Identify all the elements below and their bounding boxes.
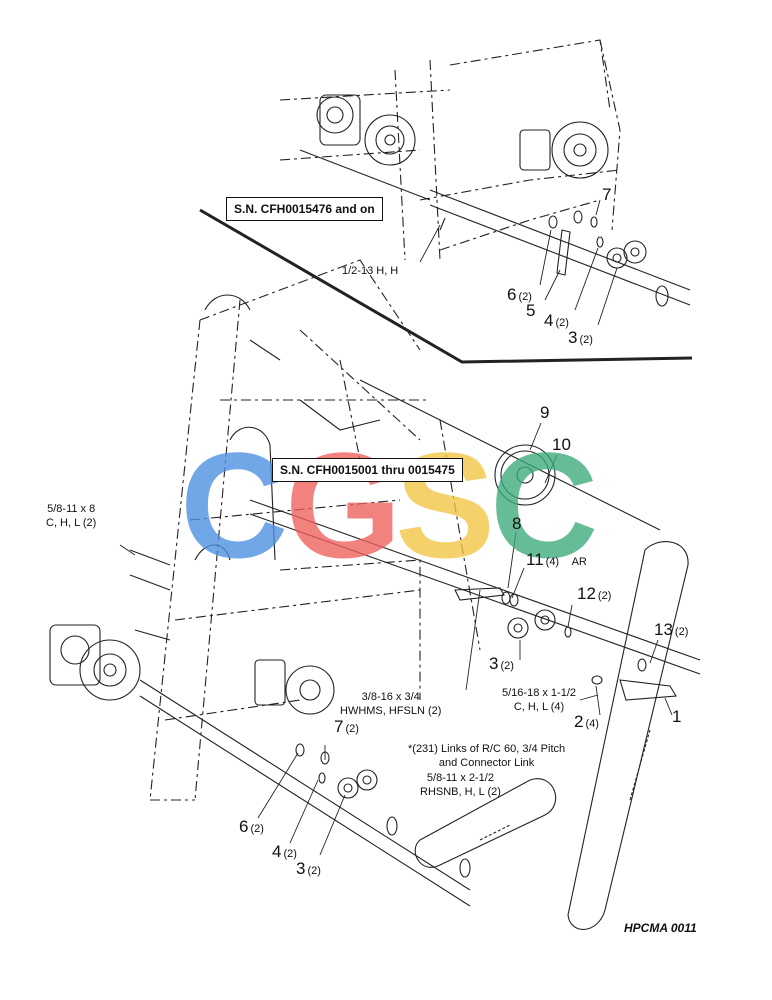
spec-line: HWHMS, HFSLN (2) [340, 705, 442, 717]
bolt-spec-upper: 1/2-13 H, H [342, 265, 399, 277]
callout-11: 11(4) AR [526, 551, 587, 569]
bolt-spec-58-11x212: 5/8-11 x 2-1/2 RHSNB, H, L (2) [420, 771, 501, 799]
callout-number: 11 [526, 550, 544, 569]
spec-line: C, H, L (4) [513, 701, 565, 713]
chain-spec: *(231) Links of R/C 60, 3/4 Pitch and Co… [408, 742, 565, 770]
watermark-letter-4: C [490, 421, 599, 589]
callout-9: 9 [540, 404, 549, 422]
upper-leader-lines [419, 199, 618, 326]
callout-number: 5 [526, 301, 536, 320]
callout-8: 8 [512, 515, 521, 533]
lower-gearbox-left [49, 624, 141, 701]
callout-upper-3: 3(2) [568, 329, 593, 347]
callout-qty: (2) [283, 848, 297, 860]
callout-qty: (2) [518, 291, 532, 303]
callout-number: 7 [602, 185, 612, 204]
spec-line: 5/16-18 x 1-1/2 [502, 687, 576, 699]
callout-1: 1 [672, 708, 681, 726]
callout-number: 1 [672, 707, 682, 726]
watermark-letter-2: G [285, 421, 402, 589]
callout-number: 3 [489, 654, 499, 673]
callout-qty: (4) [585, 718, 599, 730]
callout-3-upper-shaft: 3(2) [489, 655, 514, 673]
section-divider [199, 208, 693, 364]
callout-upper-5: 5 [526, 302, 535, 320]
callout-4-lower: 4(2) [272, 843, 297, 861]
callout-qty: (2) [579, 334, 593, 346]
serial-label-lower: S.N. CFH0015001 thru 0015475 [272, 458, 463, 482]
callout-upper-6: 6(2) [507, 286, 532, 304]
callout-note: AR [571, 556, 587, 568]
lower-frame-solid [194, 294, 381, 561]
callout-number: 10 [552, 435, 571, 454]
callout-number: 6 [239, 817, 249, 836]
serial-label-upper: S.N. CFH0015476 and on [226, 197, 383, 221]
callout-qty: (2) [250, 823, 264, 835]
callout-13: 13(2) [654, 621, 688, 639]
upper-small-parts [439, 210, 669, 307]
lower-leader-lines [119, 422, 673, 856]
callout-number: 2 [574, 712, 584, 731]
callout-qty: (2) [674, 626, 689, 638]
lower-belt-left [414, 778, 557, 868]
figure-id: HPCMA 0011 [624, 921, 697, 935]
callout-number: 9 [540, 403, 550, 422]
watermark: C G S C [180, 430, 600, 580]
callout-3-lower: 3(2) [296, 860, 321, 878]
spec-line: RHSNB, H, L (2) [420, 786, 501, 798]
spec-line: C, H, L (2) [46, 517, 97, 529]
callout-number: 3 [296, 859, 306, 878]
spec-line: 3/8-16 x 3/4 [361, 691, 420, 703]
callout-qty: (2) [307, 865, 321, 877]
spec-line: 5/8-11 x 2-1/2 [426, 772, 494, 784]
bolt-spec-38-16: 3/8-16 x 3/4 HWHMS, HFSLN (2) [340, 690, 441, 718]
callout-number: 3 [568, 328, 578, 347]
callout-number: 4 [544, 311, 554, 330]
callout-2: 2(4) [574, 713, 599, 731]
callout-number: 13 [654, 620, 673, 639]
lower-gearbox-center [254, 659, 335, 715]
watermark-letter-1: C [180, 421, 289, 589]
callout-number: 7 [334, 717, 344, 736]
callout-number: 6 [507, 285, 517, 304]
callout-number: 8 [512, 514, 522, 533]
callout-upper-4: 4(2) [544, 312, 569, 330]
spec-line: and Connector Link [438, 757, 535, 769]
watermark-letter-3: S [395, 421, 496, 589]
callout-number: 12 [577, 584, 596, 603]
callout-qty: (2) [500, 660, 514, 672]
callout-12: 12(2) [577, 585, 611, 603]
bolt-spec-516-18: 5/16-18 x 1-1/2 C, H, L (4) [502, 686, 576, 714]
upper-gearbox-left [316, 94, 416, 166]
bolt-spec-58-11x8: 5/8-11 x 8 C, H, L (2) [46, 502, 96, 530]
callout-qty: (4) [545, 556, 560, 568]
spec-line: *(231) Links of R/C 60, 3/4 Pitch [408, 743, 566, 755]
callout-qty: (2) [555, 317, 569, 329]
lower-frame-lines [149, 259, 481, 801]
callout-qty: (2) [345, 723, 359, 735]
callout-7-lower: 7(2) [334, 718, 359, 736]
spec-line: 5/8-11 x 8 [47, 503, 96, 515]
upper-frame-lines [279, 39, 621, 261]
callout-upper-7: 7 [602, 186, 611, 204]
upper-gearbox-right [519, 121, 609, 179]
callout-qty: (2) [597, 590, 612, 602]
callout-number: 4 [272, 842, 282, 861]
upper-shaft [299, 149, 691, 306]
callout-6-lower: 6(2) [239, 818, 264, 836]
lower-drive-shaft [139, 679, 471, 907]
callout-10: 10 [552, 436, 571, 454]
lower-upper-sprocket-large [494, 444, 556, 506]
lower-belt-right [567, 541, 689, 930]
